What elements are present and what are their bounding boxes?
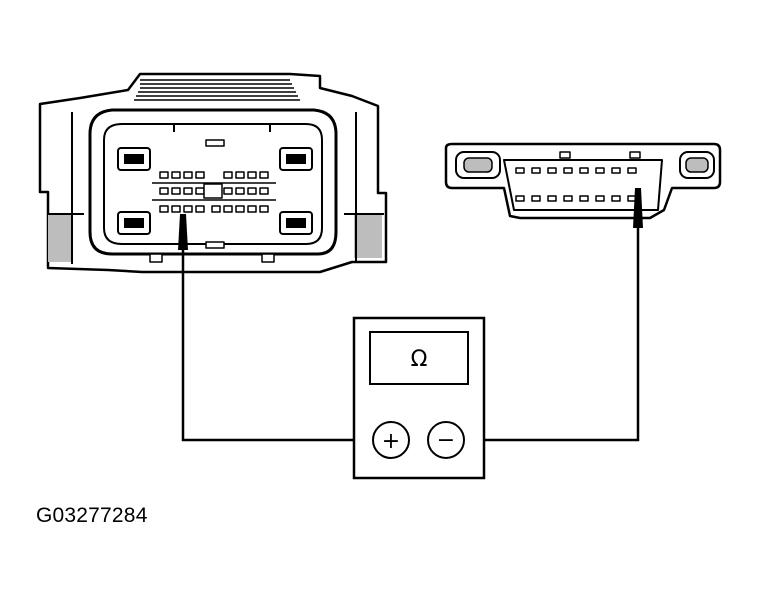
positive-terminal-label: + (382, 429, 400, 454)
ohmmeter: Ω + − (352, 316, 486, 480)
ohm-symbol: Ω (411, 347, 428, 372)
right-probe-tip (633, 188, 643, 228)
figure-code: G03277284 (36, 504, 148, 527)
negative-test-lead (464, 228, 640, 442)
left-probe-tip (178, 214, 188, 250)
negative-terminal (427, 421, 465, 459)
module-connector (38, 72, 388, 274)
meter-display (369, 331, 469, 385)
diagnostic-connector (444, 142, 722, 220)
positive-terminal (372, 421, 410, 459)
negative-terminal-label: − (437, 428, 455, 453)
positive-test-lead (181, 250, 372, 442)
